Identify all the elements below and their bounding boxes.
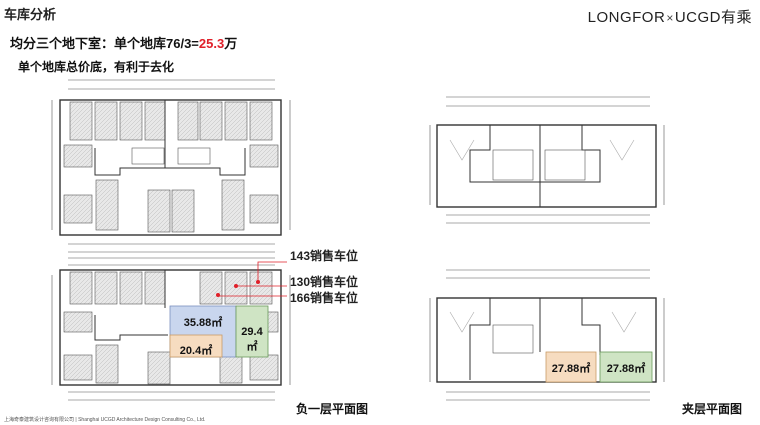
area-label-green: 29.4㎡ [241, 326, 263, 353]
plan-title-mezzanine: 夹层平面图 [682, 402, 743, 416]
callout-166: 166销售车位 [290, 291, 359, 305]
headline-unit: 万 [224, 36, 238, 51]
section-title: 车库分析 [4, 7, 57, 22]
area-label-blue: 35.88㎡ [183, 317, 223, 329]
plan-top-left [51, 79, 291, 253]
callout-143: 143销售车位 [290, 249, 359, 263]
plan-bottom-right [429, 269, 665, 401]
plan-title-basement: 负一层平面图 [296, 402, 369, 416]
zone-orange [169, 334, 223, 358]
headline-line1: 均分三个地下室：单个地库76/3=25.3万 [10, 33, 237, 52]
headline-prefix: 均分三个地下室：单个地库76/3= [10, 36, 199, 51]
footer-company: 上海奇泰建筑设计咨询有限公司 | Shanghai UCGD Architect… [4, 417, 206, 423]
area-label-orange-right: 27.88㎡ [551, 363, 591, 375]
zone-green [235, 305, 269, 358]
plan-bottom-left [51, 257, 291, 401]
brand-ucgd: UCGD有乘 [674, 9, 752, 26]
brand-logo: LONGFOR×UCGD有乘 [588, 6, 752, 27]
area-label-green-right: 27.88㎡ [606, 363, 646, 375]
zone-orange-right [545, 351, 597, 383]
plan-top-right [429, 96, 665, 224]
headline-line2: 单个地库总价底，有利于去化 [18, 60, 175, 74]
headline-value: 25.3 [198, 36, 225, 51]
zone-green-right [599, 351, 653, 383]
area-label-orange: 20.4㎡ [179, 345, 213, 357]
brand-separator: × [666, 11, 674, 25]
brand-longfor: LONGFOR [587, 9, 666, 26]
callout-130: 130销售车位 [290, 275, 359, 289]
